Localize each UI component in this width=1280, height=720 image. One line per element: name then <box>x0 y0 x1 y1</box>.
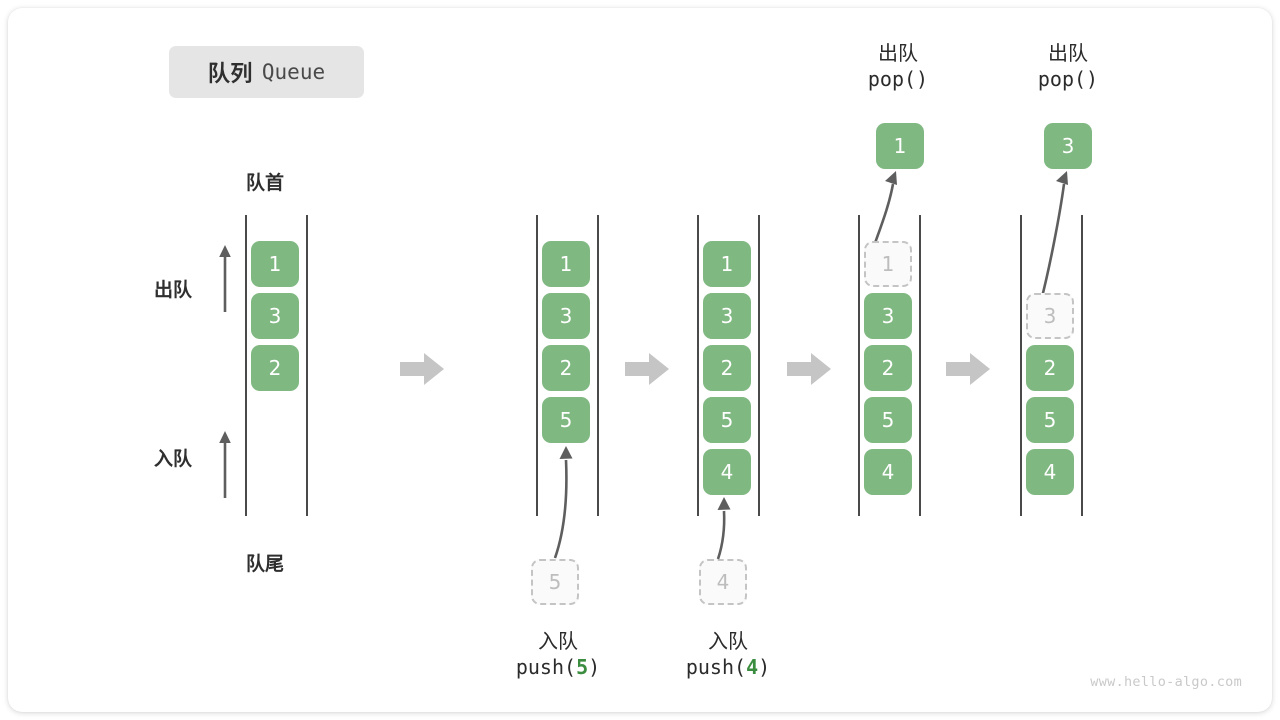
queue-cell: 5 <box>864 397 912 443</box>
diagram-title-badge: 队列 Queue <box>169 46 364 98</box>
step-arrow-icon <box>946 353 990 385</box>
queue-cell: 4 <box>1026 449 1074 495</box>
rail-right <box>597 215 599 516</box>
queue-cell: 3 <box>251 293 299 339</box>
queue-cell: 5 <box>542 397 590 443</box>
header-pop-1: 出队 pop() <box>828 40 968 93</box>
rail-left <box>858 215 860 516</box>
label-front: 队首 <box>246 172 285 194</box>
enqueue-arrow-icon <box>716 497 731 560</box>
queue-cell: 5 <box>1026 397 1074 443</box>
label-enqueue-direction: 入队 <box>154 448 193 470</box>
label-rear: 队尾 <box>246 553 285 575</box>
queue-cell: 2 <box>251 345 299 391</box>
step-arrow-icon <box>787 353 831 385</box>
watermark: www.hello-algo.com <box>1090 674 1242 690</box>
popped-cell: 1 <box>876 123 924 169</box>
rail-right <box>306 215 308 516</box>
queue-cell: 2 <box>1026 345 1074 391</box>
queue-cell: 3 <box>542 293 590 339</box>
queue-cell: 2 <box>864 345 912 391</box>
dequeue-arrow-icon <box>872 171 897 247</box>
incoming-ghost-cell: 4 <box>699 559 747 605</box>
title-en: Queue <box>261 60 326 84</box>
step-arrow-icon <box>625 353 669 385</box>
queue-cell: 3 <box>864 293 912 339</box>
caption-push-5: 入队 push(5) <box>458 628 658 681</box>
diagram-canvas: 队列 Queue 队首 队尾 出队 入队 1 3 2 1 3 2 5 5 <box>8 8 1272 712</box>
queue-cell: 2 <box>703 345 751 391</box>
queue-cell-ghost: 1 <box>864 241 912 287</box>
caption-cn: 入队 <box>708 629 748 653</box>
rail-left <box>245 215 247 516</box>
queue-cell: 1 <box>703 241 751 287</box>
incoming-ghost-cell: 5 <box>531 559 579 605</box>
rail-left <box>1020 215 1022 516</box>
queue-cell: 5 <box>703 397 751 443</box>
header-cn: 出队 <box>1048 41 1088 65</box>
rail-right <box>1081 215 1083 516</box>
queue-cell: 4 <box>703 449 751 495</box>
step-arrow-icon <box>400 353 444 385</box>
caption-code: push(5) <box>515 655 601 680</box>
header-code: pop() <box>867 67 929 92</box>
rail-left <box>697 215 699 516</box>
caption-cn: 入队 <box>538 629 578 653</box>
enqueue-direction-arrow-icon <box>219 431 231 498</box>
header-pop-3: 出队 pop() <box>998 40 1138 93</box>
label-dequeue-direction: 出队 <box>154 279 193 301</box>
dequeue-arrow-icon <box>1039 171 1068 302</box>
enqueue-arrow-icon <box>553 446 573 559</box>
queue-cell-ghost: 3 <box>1026 293 1074 339</box>
header-cn: 出队 <box>878 41 918 65</box>
queue-cell: 3 <box>703 293 751 339</box>
dequeue-direction-arrow-icon <box>219 245 231 312</box>
queue-cell: 2 <box>542 345 590 391</box>
header-code: pop() <box>1037 67 1099 92</box>
rail-left <box>536 215 538 516</box>
queue-cell: 1 <box>542 241 590 287</box>
title-cn: 队列 <box>207 62 253 87</box>
queue-cell: 4 <box>864 449 912 495</box>
caption-push-4: 入队 push(4) <box>628 628 828 681</box>
rail-right <box>758 215 760 516</box>
queue-cell: 1 <box>251 241 299 287</box>
rail-right <box>919 215 921 516</box>
caption-code: push(4) <box>685 655 771 680</box>
popped-cell: 3 <box>1044 123 1092 169</box>
